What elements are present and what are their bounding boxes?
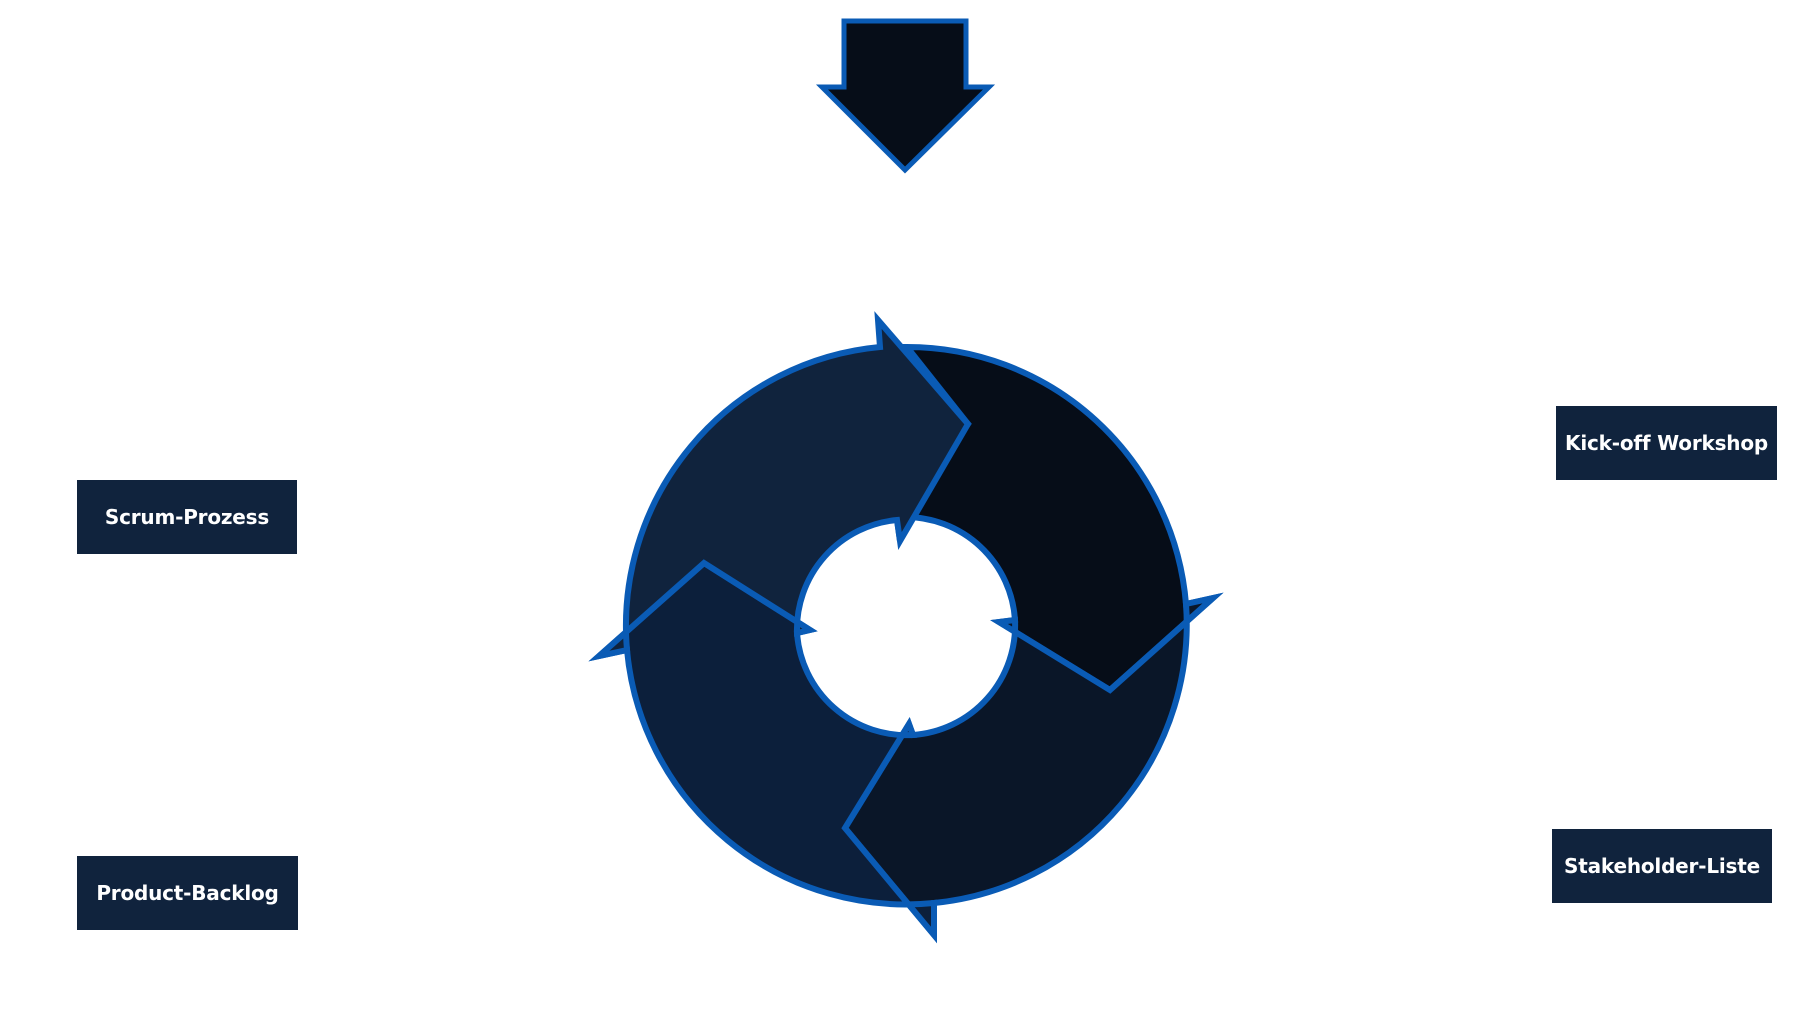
label-stakeholder-liste: Stakeholder-Liste <box>1552 829 1772 903</box>
label-kickoff-workshop: Kick-off Workshop <box>1556 406 1777 480</box>
label-product-backlog-text: Product-Backlog <box>96 881 279 905</box>
down-arrow-icon <box>815 18 996 174</box>
circular-arrows-icon <box>588 311 1224 944</box>
label-scrum-prozess-text: Scrum-Prozess <box>104 505 270 529</box>
label-product-backlog: Product-Backlog <box>77 856 298 930</box>
cycle-segment-bottom-right <box>841 592 1224 944</box>
cycle-segment-top-right <box>893 343 1224 694</box>
label-stakeholder-liste-text: Stakeholder-Liste <box>1564 854 1760 878</box>
cycle-segment-bottom-left <box>588 559 937 944</box>
label-kickoff-workshop-text: Kick-off Workshop <box>1565 431 1768 455</box>
cycle-segment-top-left <box>588 311 972 662</box>
label-scrum-prozess: Scrum-Prozess <box>77 480 297 554</box>
